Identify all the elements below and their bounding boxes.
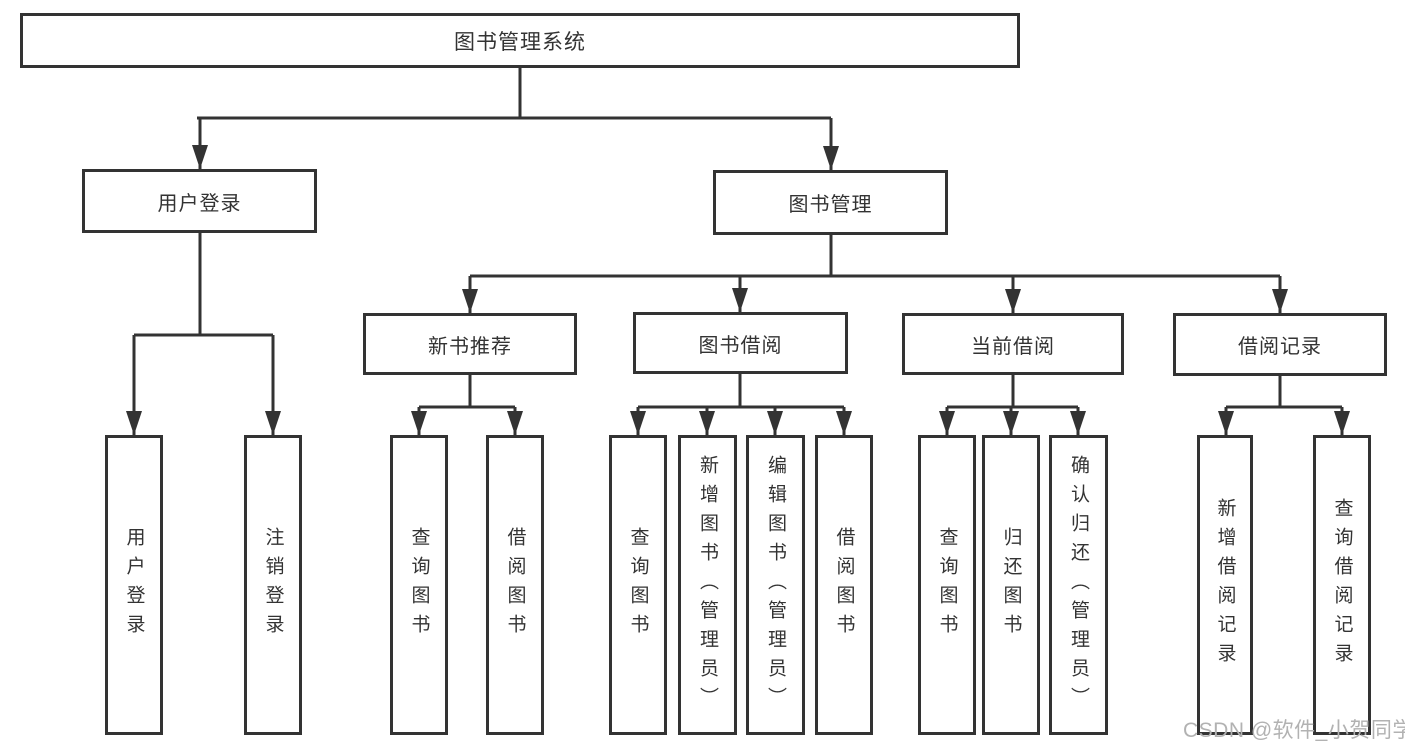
- node-label: 用户登录: [123, 527, 145, 643]
- node-label: 归还图书: [1000, 527, 1022, 643]
- leaf-current-return-books: 归还图书: [982, 435, 1040, 735]
- leaf-borrowing-borrow-books: 借阅图书: [815, 435, 873, 735]
- leaf-borrowing-query-books: 查询图书: [609, 435, 667, 735]
- node-system-root: 图书管理系统: [20, 13, 1020, 68]
- leaf-recommend-query-books: 查询图书: [390, 435, 448, 735]
- leaf-current-confirm-return-admin: 确认归还（管理员）: [1049, 435, 1108, 735]
- node-label: 查询图书: [627, 527, 649, 643]
- leaf-borrowing-add-books-admin: 新增图书（管理员）: [678, 435, 737, 735]
- leaf-logout: 注销登录: [244, 435, 302, 735]
- leaf-records-query-record: 查询借阅记录: [1313, 435, 1371, 735]
- node-label: 借阅图书: [833, 527, 855, 643]
- node-label: 图书管理: [788, 194, 873, 216]
- node-new-book-recommend: 新书推荐: [363, 313, 577, 375]
- leaf-recommend-borrow-books: 借阅图书: [486, 435, 544, 735]
- node-label: 注销登录: [262, 527, 284, 643]
- node-label: 新增借阅记录: [1214, 498, 1236, 672]
- node-label: 用户登录: [157, 192, 242, 215]
- node-user-login: 用户登录: [82, 169, 317, 233]
- leaf-user-login: 用户登录: [105, 435, 163, 735]
- node-label: 图书管理系统: [454, 30, 586, 54]
- node-label: 图书借阅: [698, 334, 783, 357]
- node-label: 确认归还（管理员）: [1068, 454, 1089, 716]
- node-borrow-records: 借阅记录: [1173, 313, 1387, 376]
- node-label: 借阅图书: [504, 527, 526, 643]
- node-book-borrowing: 图书借阅: [633, 312, 848, 374]
- node-label: 新增图书（管理员）: [697, 454, 718, 716]
- leaf-records-add-record: 新增借阅记录: [1197, 435, 1253, 735]
- node-label: 查询图书: [936, 527, 958, 643]
- node-label: 查询图书: [408, 527, 430, 643]
- node-label: 当前借阅: [971, 335, 1055, 358]
- node-label: 编辑图书（管理员）: [765, 454, 786, 716]
- leaf-borrowing-edit-books-admin: 编辑图书（管理员）: [746, 435, 805, 735]
- node-label: 查询借阅记录: [1331, 498, 1353, 672]
- node-label: 新书推荐: [428, 335, 512, 358]
- node-current-borrowing: 当前借阅: [902, 313, 1124, 375]
- leaf-current-query-books: 查询图书: [918, 435, 976, 735]
- csdn-watermark: CSDN @软件_小贺同学: [1183, 719, 1405, 742]
- node-book-management: 图书管理: [713, 170, 948, 235]
- node-label: 借阅记录: [1238, 336, 1322, 358]
